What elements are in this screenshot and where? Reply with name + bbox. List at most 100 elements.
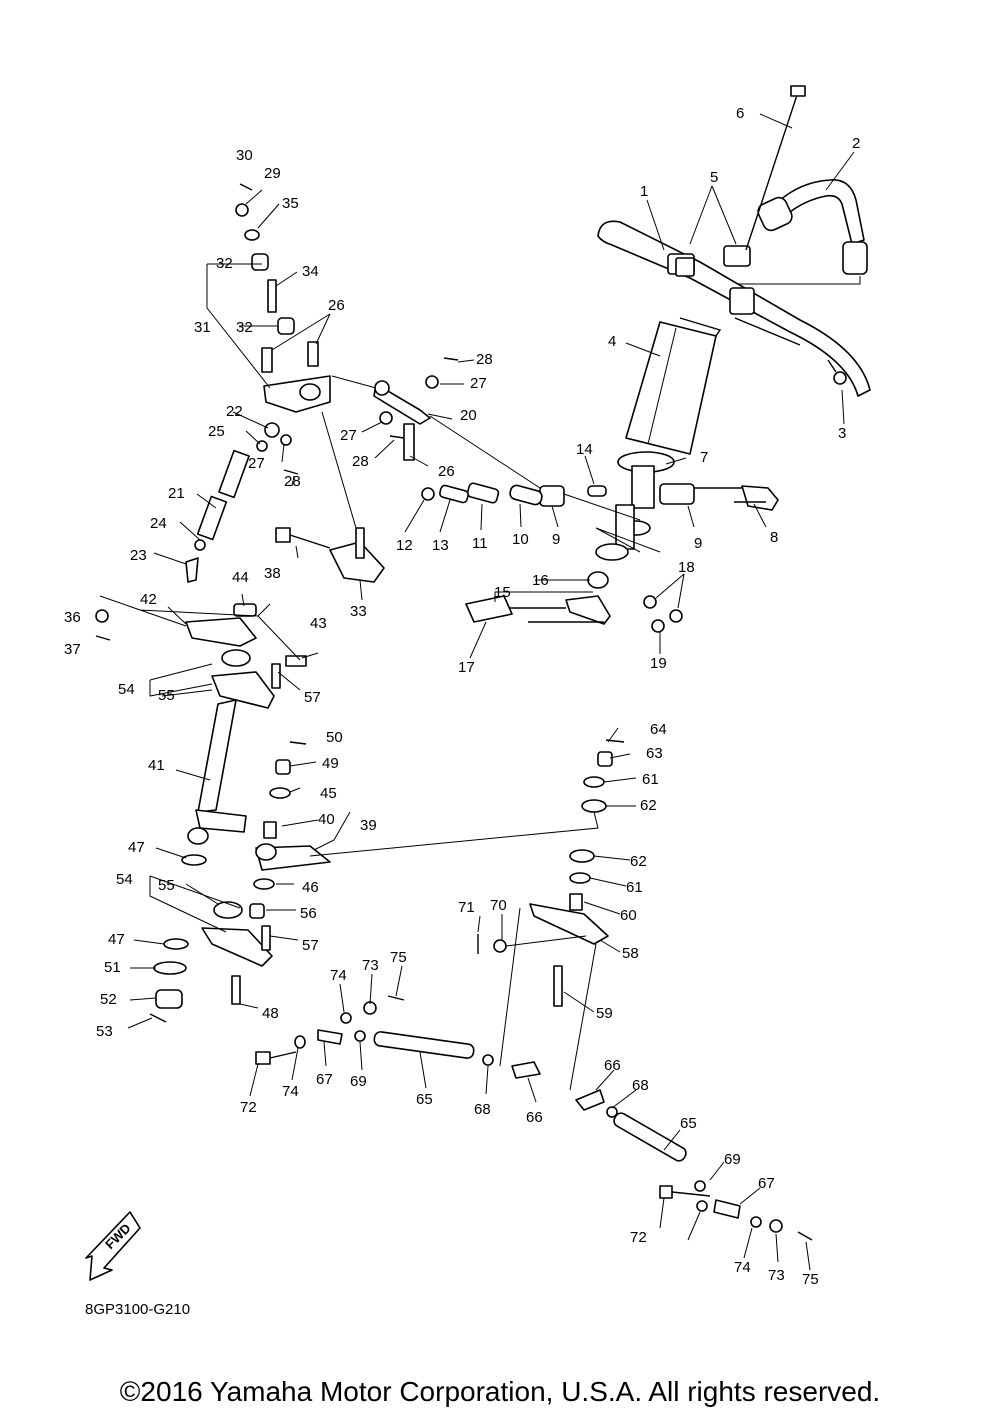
callout-28: 28 [352,453,369,470]
callout-37: 37 [64,641,81,658]
callout-3: 3 [838,425,846,442]
callout-68: 68 [474,1101,491,1118]
callout-71: 71 [458,899,475,916]
copyright-notice: ©2016 Yamaha Motor Corporation, U.S.A. A… [119,1376,881,1407]
callout-75: 75 [390,949,407,966]
small-parts-29-35 [235,203,295,335]
callout-74: 74 [734,1259,751,1276]
callout-75: 75 [802,1271,819,1288]
callout-57: 57 [302,937,319,954]
callout-32: 32 [236,319,253,336]
callout-35: 35 [282,195,299,212]
tie-rod-65-right [575,1089,783,1233]
drawing-code: 8GP3100-G210 [85,1301,190,1318]
callout-22: 22 [226,403,243,420]
callout-55: 55 [158,687,175,704]
bolts-26-27 [261,341,439,461]
callout-66: 66 [526,1109,543,1126]
nuts-18-19 [643,595,683,633]
washers-45-49 [249,759,291,919]
fwd-arrow-icon: FWD [85,1211,141,1281]
callout-13: 13 [432,537,449,554]
callout-17: 17 [458,659,475,676]
callout-58: 58 [622,945,639,962]
arm-39 [255,843,331,871]
handlebar-holder-clamps [667,245,755,315]
callout-61: 61 [642,771,659,788]
callout-40: 40 [318,811,335,828]
callout-14: 14 [576,441,593,458]
clamp-right [659,483,750,505]
upper-shaft-assembly [595,451,675,561]
callout-62: 62 [640,797,657,814]
callout-70: 70 [490,897,507,914]
callout-72: 72 [240,1099,257,1116]
callout-27: 27 [340,427,357,444]
callout-47: 47 [128,839,145,856]
rod-21-assembly [185,422,292,583]
steering-shaft-41 [187,699,247,845]
callout-67: 67 [316,1071,333,1088]
callout-65: 65 [416,1091,433,1108]
callout-60: 60 [620,907,637,924]
callout-12: 12 [396,537,413,554]
arm-54-55-upper [211,649,281,709]
callout-62: 62 [630,853,647,870]
callout-67: 67 [758,1175,775,1192]
callout-43: 43 [310,615,327,632]
callout-6: 6 [736,105,744,122]
callout-73: 73 [768,1267,785,1284]
callout-59: 59 [596,1005,613,1022]
callout-27: 27 [470,375,487,392]
bolt-8 [734,485,779,511]
callout-45: 45 [320,785,337,802]
handlebar-cover-hose [757,179,868,275]
callout-41: 41 [148,757,165,774]
callout-30: 30 [236,147,253,164]
callout-42: 42 [140,591,157,608]
callout-32: 32 [216,255,233,272]
column-cover [625,317,722,455]
callout-21: 21 [168,485,185,502]
callout-74: 74 [282,1083,299,1100]
callout-15: 15 [494,584,511,601]
tie-rod-20 [373,380,431,425]
callout-34: 34 [302,263,319,280]
callout-61: 61 [626,879,643,896]
callout-27: 27 [248,455,265,472]
callout-8: 8 [770,529,778,546]
callout-46: 46 [302,879,319,896]
plate-17 [465,595,513,623]
callout-23: 23 [130,547,147,564]
callout-1: 1 [640,183,648,200]
bushing-16 [587,571,609,589]
callout-10: 10 [512,531,529,548]
callout-74: 74 [330,967,347,984]
callout-49: 49 [322,755,339,772]
callout-54: 54 [116,871,133,888]
callout-39: 39 [360,817,377,834]
callout-54: 54 [118,681,135,698]
handlebar [597,220,871,397]
long-bolt [745,85,806,251]
bracket-15 [500,595,611,625]
callout-26: 26 [438,463,455,480]
callout-57: 57 [304,689,321,706]
callout-26: 26 [328,297,345,314]
callout-33: 33 [350,603,367,620]
callout-69: 69 [350,1073,367,1090]
callout-51: 51 [104,959,121,976]
callout-31: 31 [194,319,211,336]
callout-28: 28 [284,473,301,490]
pin-14 [587,485,607,497]
callout-72: 72 [630,1229,647,1246]
callout-47: 47 [108,931,125,948]
callout-9: 9 [694,535,702,552]
washers-47-53 [153,854,241,1009]
callout-36: 36 [64,609,81,626]
callout-48: 48 [262,1005,279,1022]
callout-38: 38 [264,565,281,582]
callout-44: 44 [232,569,249,586]
